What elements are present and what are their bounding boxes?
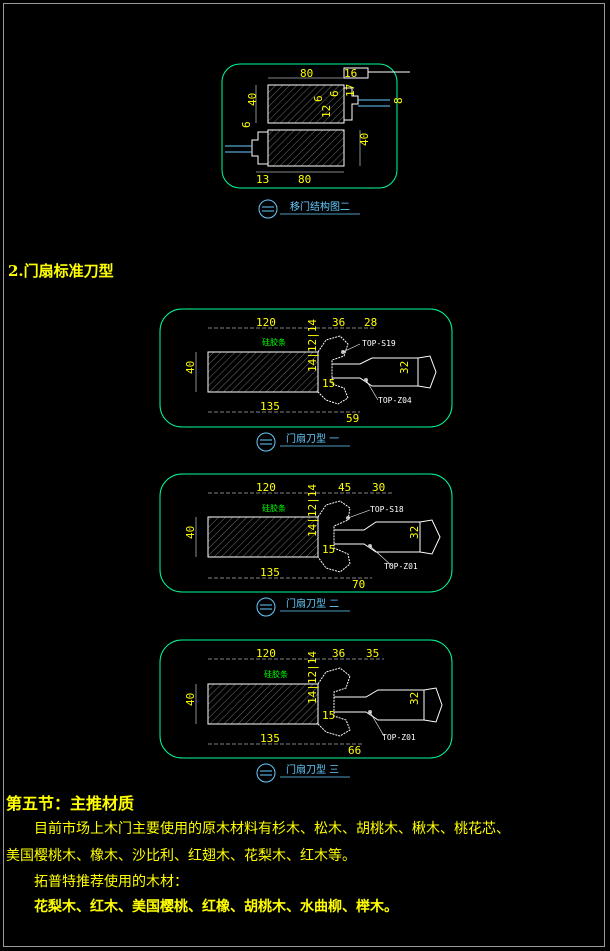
profile-2-leader-top — [347, 509, 371, 519]
profile-2-dim-32: 32 — [408, 526, 421, 539]
profile-2-label-green: 硅胶条 — [262, 503, 286, 513]
profile-2-panel-break — [419, 519, 441, 555]
profile-1-label-green: 硅胶条 — [262, 337, 286, 347]
fig1-top-rail — [343, 67, 369, 79]
section5-para2: 拓普特推荐使用的木材： — [34, 874, 188, 890]
section5-para3: 花梨木、红木、美国樱桃、红橡、胡桃木、水曲柳、榉木。 — [34, 899, 398, 915]
profile-3-dim-120: 120 — [256, 647, 276, 660]
profile-1-dim-15: 15 — [322, 377, 335, 390]
profile-1-dim-120: 120 — [256, 316, 276, 329]
profile-1-dim-135: 135 — [260, 400, 280, 413]
profile-2-caption: 门扇刀型 二 — [286, 597, 339, 610]
profile-2-stile — [207, 516, 319, 558]
profile-3-caption: 门扇刀型 三 — [286, 763, 339, 776]
profile-3-dim-32: 32 — [408, 692, 421, 705]
fig1-sliding-door-structure: 80 16 40 6 17 6 8 12 6 40 13 80 移门结构图二 — [221, 63, 410, 219]
fig1-dim-6-left: 6 — [240, 121, 253, 128]
fig1-dim-12: 12 — [320, 105, 333, 118]
profile-3-dim-135: 135 — [260, 732, 280, 745]
fig1-upper-member — [267, 84, 345, 124]
profile-2-panel — [334, 521, 421, 553]
profile-2-label-bottom: TOP-Z01 — [384, 562, 418, 571]
profile-2-outline — [159, 473, 453, 593]
section-title: 2.门扇标准刀型 — [8, 262, 114, 280]
profile-1-outline — [159, 308, 453, 428]
profile-2-dim-135: 135 — [260, 566, 280, 579]
profile-1-knife — [317, 335, 349, 405]
fig1-dim-40-right: 40 — [358, 133, 371, 146]
fig1-dim-40-left: 40 — [246, 93, 259, 106]
profile-1-dim-right: 28 — [364, 316, 377, 329]
profile-2-dim-bottom-value: 70 — [352, 578, 365, 591]
profile-3-outline — [159, 639, 453, 759]
profile-3-dim-40: 40 — [184, 693, 197, 706]
profile-2: 120 45 30 硅胶条 TOP-S18 40 14|12|14 15 32 … — [159, 473, 453, 617]
fig1-dim-16: 16 — [344, 67, 357, 80]
profile-2-dim-40: 40 — [184, 526, 197, 539]
profile-3-panel — [334, 689, 425, 721]
profile-3-dim-15: 15 — [322, 709, 335, 722]
drawing-frame — [3, 3, 605, 947]
profile-3-leader-bottom — [369, 711, 385, 737]
profile-3-label-green: 硅胶条 — [264, 669, 288, 679]
fig1-dim-8: 8 — [392, 97, 405, 104]
section5-para1-line1: 目前市场上木门主要使用的原木材料有杉木、松木、胡桃木、楸木、桃花芯、 — [34, 821, 510, 837]
profile-1-panel-break — [417, 355, 437, 389]
fig1-outline — [221, 63, 398, 189]
profile-2-leader-bottom — [369, 545, 393, 567]
profile-1-panel — [332, 357, 419, 387]
profile-2-knife — [317, 500, 351, 573]
fig1-lower-member — [267, 129, 345, 167]
fig1-dim-80-top: 80 — [300, 67, 313, 80]
profile-3: 120 36 35 硅胶条 40 14|12|14 15 32 TOP-Z01 … — [159, 639, 453, 783]
profile-1-label-top: TOP-S19 — [362, 339, 396, 348]
fig1-dim-17: 17 — [344, 84, 357, 97]
profile-2-dim-15: 15 — [322, 543, 335, 556]
profile-1-stile — [207, 351, 319, 393]
fig1-caption: 移门结构图二 — [290, 200, 350, 213]
profile-1-leader-bottom — [365, 379, 379, 401]
profile-3-label-bottom: TOP-Z01 — [382, 733, 416, 742]
profile-1-caption: 门扇刀型 一 — [286, 432, 339, 445]
profile-1-dim-bottom-value: 59 — [346, 412, 359, 425]
fig1-dim-80-bottom: 80 — [298, 173, 311, 186]
fig1-lower-groove — [251, 131, 268, 165]
fig1-dim-6b: 6 — [328, 90, 341, 97]
profile-1-caption-symbol — [256, 432, 276, 452]
profile-2-label-top: TOP-S18 — [370, 505, 404, 514]
profile-1-dim-mid: 36 — [332, 316, 345, 329]
profile-3-dim-bottom-value: 66 — [348, 744, 361, 757]
section5-heading: 第五节：主推材质 — [6, 794, 135, 813]
profile-1-dim-32: 32 — [398, 361, 411, 374]
profile-1-dim-stack: 14|12|14 — [306, 319, 319, 372]
profile-1-label-bottom: TOP-Z04 — [378, 396, 412, 405]
profile-1: 120 36 28 硅胶条 TOP-S19 40 14|12|14 15 32 … — [159, 308, 453, 452]
profile-3-knife — [317, 667, 351, 737]
profile-2-dim-stack: 14|12|14 — [306, 484, 319, 537]
fig1-dim-13: 13 — [256, 173, 269, 186]
profile-3-panel-break — [423, 687, 443, 723]
profile-2-dim-120: 120 — [256, 481, 276, 494]
fig1-dim-6-mid: 6 — [312, 95, 325, 102]
profile-3-dim-mid: 36 — [332, 647, 345, 660]
profile-1-dim-40: 40 — [184, 361, 197, 374]
profile-3-dim-stack: 14|12|14 — [306, 651, 319, 704]
profile-2-caption-symbol — [256, 597, 276, 617]
profile-3-dim-right: 35 — [366, 647, 379, 660]
profile-3-stile — [207, 683, 319, 725]
profile-3-caption-symbol — [256, 763, 276, 783]
profile-2-dim-mid: 45 — [338, 481, 351, 494]
section5-para1-line2: 美国樱桃木、橡木、沙比利、红翅木、花梨木、红木等。 — [6, 848, 356, 864]
profile-1-leader-top — [342, 343, 361, 353]
fig1-caption-symbol — [258, 199, 278, 219]
profile-2-dim-right: 30 — [372, 481, 385, 494]
